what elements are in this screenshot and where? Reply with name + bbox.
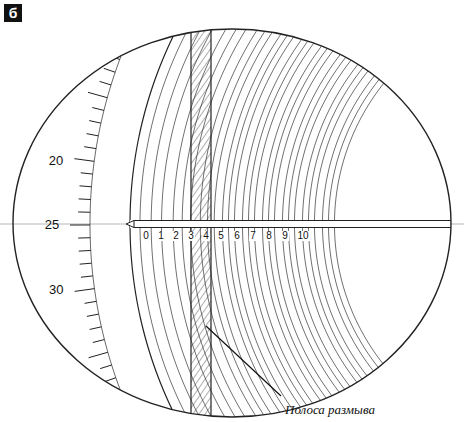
scale-tick	[80, 185, 92, 187]
scale-tick	[80, 263, 92, 264]
scale-tick	[74, 159, 94, 162]
ring-line	[288, 0, 406, 420]
ring-line	[208, 0, 288, 420]
ring-line	[302, 0, 432, 420]
scale-tick	[104, 68, 115, 72]
scale-tick	[78, 237, 90, 238]
pointer-ground	[130, 220, 460, 228]
scale-tick	[88, 92, 107, 97]
band-edge	[210, 0, 211, 422]
tick-base-arc	[90, 0, 147, 420]
ring-line	[234, 0, 323, 420]
scale-tick	[75, 289, 95, 292]
scale-tick	[78, 211, 90, 212]
scale-tick	[81, 173, 93, 174]
scale-number: 30	[49, 283, 63, 296]
scale-tick	[92, 108, 104, 111]
scale-digit: 1	[157, 231, 165, 241]
scale-digit: 2	[172, 231, 180, 241]
band-edge	[190, 0, 191, 422]
scale-tick	[90, 327, 102, 330]
scale-digit: 3	[187, 231, 195, 241]
scale-tick	[100, 365, 111, 369]
scale-tick	[87, 134, 99, 136]
ring-line	[214, 0, 296, 420]
pointer-line	[134, 220, 460, 221]
scale-tick	[79, 250, 91, 252]
interference-rings	[90, 0, 464, 420]
scale-tick	[100, 81, 111, 85]
scale-digit: 7	[249, 231, 257, 241]
scale-tick	[81, 276, 93, 277]
leader-line	[206, 326, 281, 396]
scale-digit: 6	[233, 231, 241, 241]
scale-digit: 5	[217, 231, 225, 241]
scale-tick	[79, 198, 91, 200]
scale-tick	[89, 121, 101, 124]
callout-label: Полоса размыва	[285, 403, 375, 416]
pointer-tip	[126, 221, 134, 228]
scale-tick	[87, 314, 99, 316]
scale-tick	[93, 340, 105, 343]
ring-line	[328, 0, 464, 420]
figure-letter: б	[4, 4, 22, 22]
pointer-line	[134, 227, 460, 228]
scale-tick	[109, 390, 120, 394]
scale-digit: 4	[202, 231, 210, 241]
blur-band	[191, 0, 211, 422]
ring-line	[322, 0, 464, 420]
scale-tick	[70, 224, 90, 225]
scale-number: 25	[45, 218, 59, 231]
ring-line	[334, 0, 464, 420]
scale-ticks	[70, 55, 120, 394]
scale-digit: 8	[265, 231, 273, 241]
scale-number: 20	[49, 154, 63, 167]
scale-digit: 0	[142, 231, 150, 241]
ring-line	[268, 0, 373, 420]
field-circle	[13, 29, 451, 417]
scale-tick	[84, 147, 96, 149]
ring-line	[314, 0, 459, 420]
scale-tick	[89, 352, 108, 357]
scale-tick	[85, 301, 97, 303]
scale-digit: 10	[296, 231, 309, 241]
scale-digit: 9	[281, 231, 289, 241]
